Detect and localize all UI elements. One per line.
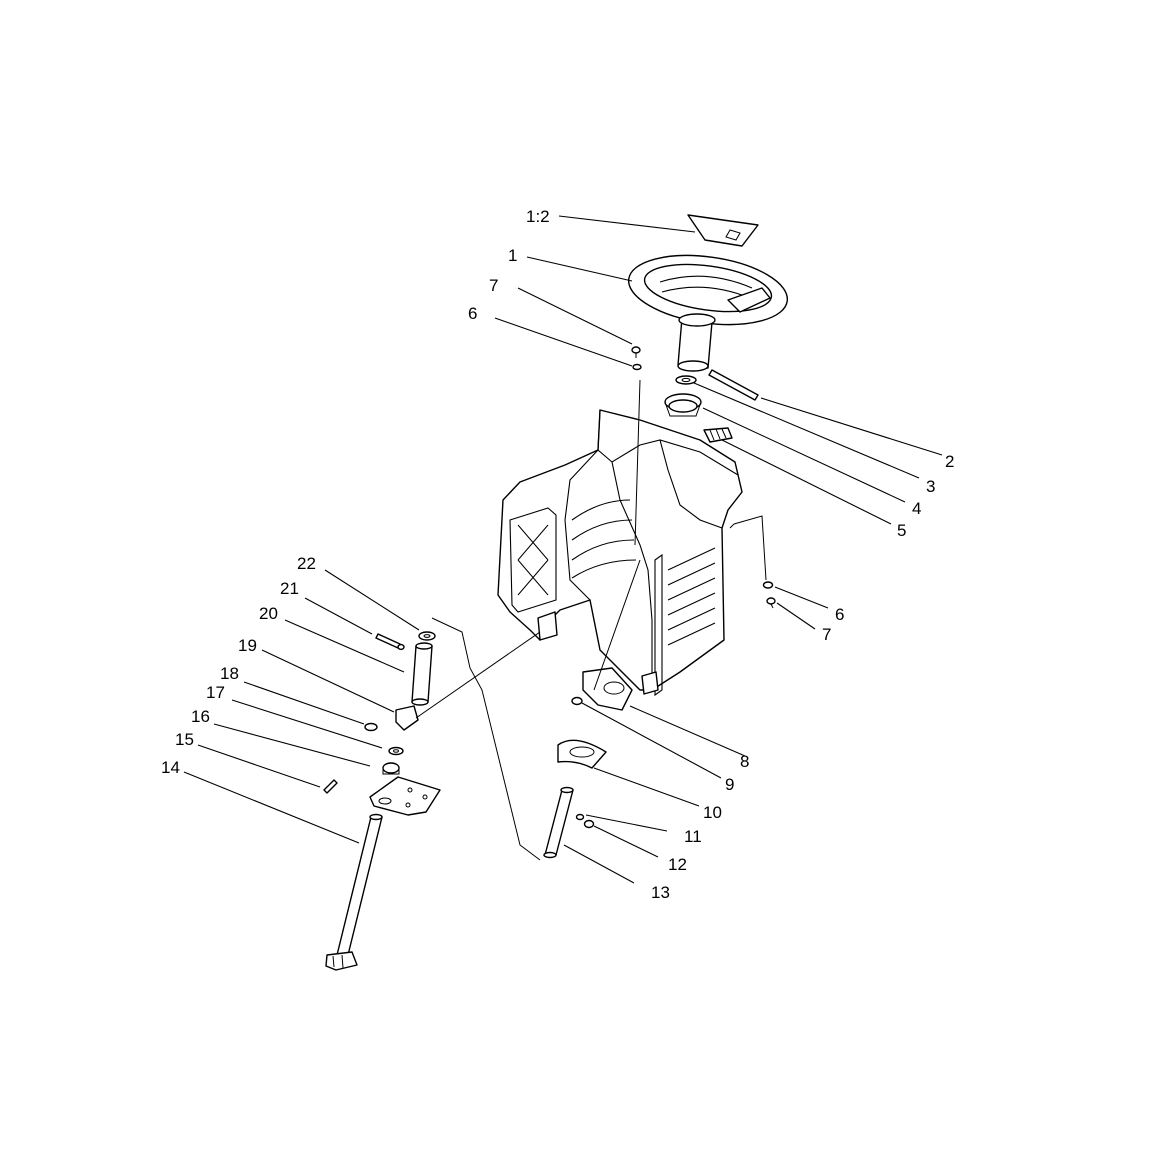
- callout-9: 9: [725, 775, 734, 794]
- callout-22: 22: [297, 554, 316, 573]
- callout-20: 20: [259, 604, 278, 623]
- bolt-21: [375, 633, 405, 651]
- steering-wheel-cap: [687, 214, 759, 247]
- bushing: [703, 427, 733, 443]
- gear-sector-19: [395, 705, 419, 731]
- callout-15: 15: [175, 730, 194, 749]
- callout-13: 13: [651, 883, 670, 902]
- screw-right: [766, 597, 776, 609]
- bushing-16: [382, 762, 400, 775]
- shaft-20: [411, 642, 433, 706]
- roll-pin: [708, 369, 759, 401]
- lower-steering-shaft: [543, 786, 574, 859]
- callout-5: 5: [897, 521, 906, 540]
- washer-upper: [632, 363, 642, 371]
- steering-shaft-14: [325, 813, 383, 971]
- callout-1: 1: [508, 246, 517, 265]
- column-cover: [557, 739, 607, 769]
- callout-6-right: 6: [835, 605, 844, 624]
- callout-11: 11: [684, 827, 702, 846]
- bolt: [575, 813, 585, 821]
- washer-18: [364, 722, 378, 732]
- callout-21: 21: [280, 579, 299, 598]
- callout-7-right: 7: [822, 625, 831, 644]
- screw-upper: [631, 346, 641, 358]
- screw-15: [323, 779, 338, 794]
- steering-wheel: [627, 254, 789, 372]
- callout-4: 4: [912, 499, 921, 518]
- callout-19: 19: [238, 636, 257, 655]
- callout-10: 10: [703, 803, 722, 822]
- callout-14: 14: [161, 758, 180, 777]
- column-bracket: [582, 667, 633, 711]
- callout-18: 18: [220, 664, 239, 683]
- mounting-plate: [369, 776, 441, 816]
- washer-17: [388, 746, 404, 756]
- lock-nut: [583, 819, 595, 829]
- callout-17: 17: [206, 683, 225, 702]
- callout-16: 16: [191, 707, 210, 726]
- callout-8: 8: [740, 752, 749, 771]
- callout-labels: 1:2 1 7 6 2 3 4 5 6 7 22 21 20 19 18 17 …: [161, 207, 954, 902]
- callout-1-2: 1:2: [526, 207, 550, 226]
- callout-3: 3: [926, 477, 935, 496]
- callout-2: 2: [945, 452, 954, 471]
- nut: [571, 696, 583, 706]
- callout-7-upper: 7: [489, 276, 498, 295]
- steering-adapter: [664, 393, 702, 417]
- callout-12: 12: [668, 855, 687, 874]
- washer: [675, 375, 697, 385]
- washer-22: [418, 631, 436, 641]
- washer-right: [762, 581, 774, 589]
- assembly-axis-lines: [415, 379, 767, 861]
- dash-console-housing: [497, 409, 743, 697]
- leader-lines: [183, 215, 943, 884]
- callout-6-upper: 6: [468, 304, 477, 323]
